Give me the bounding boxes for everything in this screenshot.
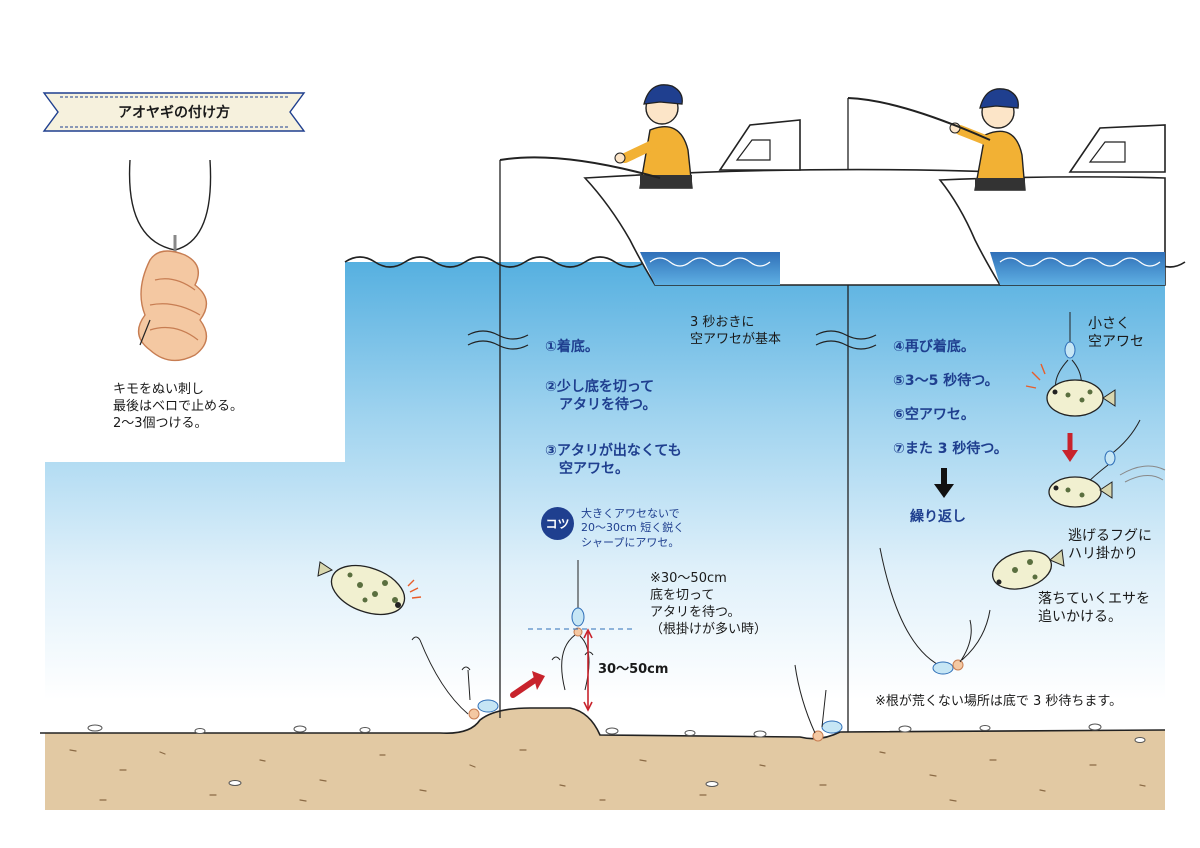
step-3: ③アタリが出なくても 空アワセ。 (545, 443, 682, 478)
bait-note: キモをぬい刺し 最後はベロで止める。 2〜3個つける。 (113, 382, 244, 431)
puffer-fish-left (317, 561, 422, 616)
clam-bait-illustration (128, 159, 212, 362)
title-banner-shape (42, 92, 306, 132)
puffer-fish-right-3 (992, 549, 1065, 590)
step-1: ①着底。 (545, 339, 599, 355)
step-4: ④再び着底。 (893, 339, 975, 355)
puffer-fish-right-1 (1046, 379, 1116, 417)
step-5: ⑤3〜5 秒待つ。 (893, 373, 999, 389)
panel1-header: 3 秒おきに 空アワセが基本 (690, 315, 782, 347)
break-marks (467, 330, 877, 350)
tip-badge: コツ (541, 507, 574, 540)
rig-bottom-left (411, 636, 501, 720)
bottom-note: ※根が荒くない場所は底で 3 秒待ちます。 (875, 694, 1123, 709)
water-area (45, 256, 1186, 700)
puffer-fish-right-2 (1048, 476, 1113, 508)
step-2: ②少し底を切って アタリを待つ。 (545, 379, 657, 414)
small-strike-note: 小さく 空アワセ (1088, 316, 1144, 351)
boat-right (938, 88, 1166, 286)
seabed (40, 707, 1166, 810)
rod-right (847, 97, 991, 141)
step-7: ⑦また 3 秒待つ。 (893, 441, 1008, 457)
title-banner: アオヤギの付け方 (118, 105, 230, 121)
tip-text: 大きくアワセないで 20〜30cm 短く鋭く シャープにアワセ。 (581, 507, 685, 549)
lift-note: ※30〜50cm 底を切って アタリを待つ。 （根掛けが多い時） (650, 571, 768, 637)
rod-left (499, 156, 661, 179)
repeat-label: 繰り返し (910, 509, 966, 525)
hooked-note: 逃げるフグに ハリ掛かり (1068, 528, 1152, 563)
lift-label: 30〜50cm (598, 662, 669, 677)
lift-arrow (510, 677, 538, 698)
rig-panel1 (528, 560, 635, 712)
chase-note: 落ちていくエサを 追いかける。 (1038, 591, 1150, 626)
rig-panel2 (794, 312, 1166, 742)
step-6: ⑥空アワセ。 (893, 407, 975, 423)
boat-left (583, 84, 1001, 286)
